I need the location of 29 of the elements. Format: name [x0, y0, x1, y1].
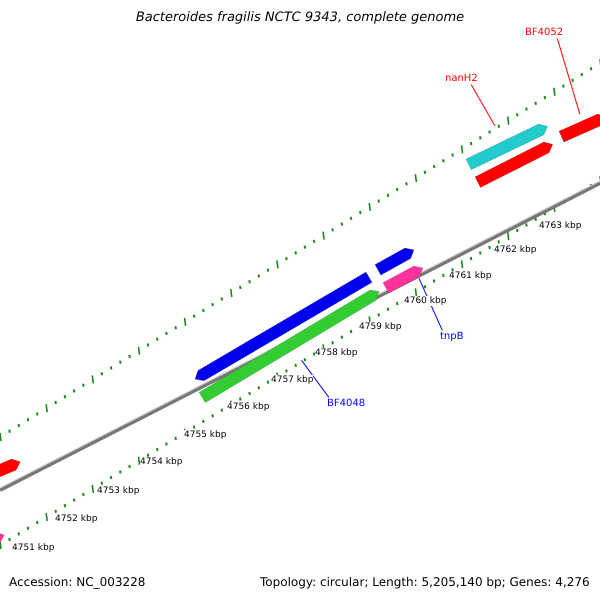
scale-label: 4753 kbp	[97, 486, 140, 496]
scale-label: 4752 kbp	[55, 514, 98, 524]
gene-label: BF4052	[525, 27, 564, 38]
gene-block	[558, 114, 600, 142]
scale-label: 4762 kbp	[494, 245, 536, 255]
gene-block	[375, 248, 414, 276]
gene-block	[0, 459, 20, 478]
gene-block	[383, 266, 423, 294]
scale-label: 4756 kbp	[227, 402, 270, 412]
scale-label: 4754 kbp	[140, 457, 182, 467]
footer-text: Topology: circular; Length: 5,205,140 bp; Genes: 4,276	[260, 575, 590, 589]
leader-line	[470, 84, 496, 126]
title: Bacteroides fragilis NCTC 9343, complete genome	[134, 10, 466, 25]
scale-label: 4763 kbp	[539, 221, 582, 231]
scale-label: 4761 kbp	[449, 271, 492, 281]
scale-label: 4755 kbp	[184, 430, 226, 440]
scale-label: 4751 kbp	[12, 543, 54, 553]
gene-block	[475, 142, 553, 188]
leader-line	[301, 360, 330, 398]
scale-label: 4760 kbp	[404, 296, 446, 306]
leader-line	[556, 38, 580, 115]
gene-label: BF4048	[327, 398, 366, 409]
gene-label: tnpB	[440, 331, 464, 342]
footer-text: Accession: NC_003228	[9, 575, 146, 589]
scale-label: 4757 kbp	[271, 375, 314, 385]
gene-label: nanH2	[445, 73, 478, 84]
scale-label: 4759 kbp	[359, 322, 402, 332]
scale-label: 4758 kbp	[315, 348, 358, 358]
gene-block	[466, 124, 548, 170]
